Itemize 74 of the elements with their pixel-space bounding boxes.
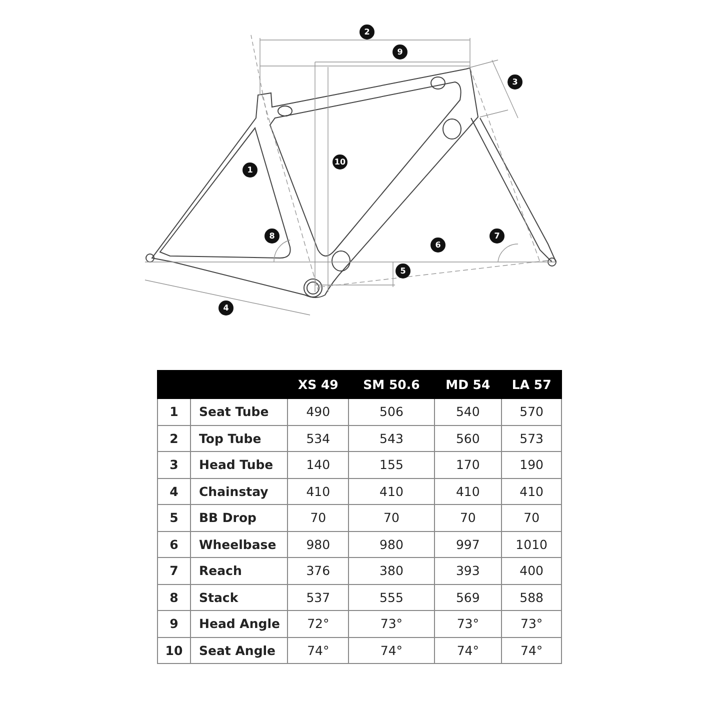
value-cell: 74°: [348, 637, 434, 664]
measure-name: Stack: [190, 584, 288, 610]
measure-name: Head Tube: [190, 452, 288, 478]
value-cell: 70: [288, 504, 349, 531]
value-cell: 410: [348, 478, 434, 504]
size-header: MD 54: [434, 370, 502, 398]
value-cell: 980: [288, 531, 349, 558]
value-cell: 393: [434, 558, 502, 584]
value-cell: 1010: [502, 531, 562, 558]
row-number: 4: [158, 478, 190, 504]
callout-number: 9: [392, 44, 408, 60]
size-header: XS 49: [288, 370, 349, 398]
measure-name: Wheelbase: [190, 531, 288, 558]
value-cell: 537: [288, 584, 349, 610]
row-number: 3: [158, 452, 190, 478]
value-cell: 74°: [502, 637, 562, 664]
value-cell: 540: [434, 398, 502, 425]
value-cell: 380: [348, 558, 434, 584]
value-cell: 534: [288, 425, 349, 452]
value-cell: 560: [434, 425, 502, 452]
size-header: SM 50.6: [348, 370, 434, 398]
callout-number: 1: [242, 162, 258, 178]
measure-name: Chainstay: [190, 478, 288, 504]
value-cell: 588: [502, 584, 562, 610]
value-cell: 70: [502, 504, 562, 531]
value-cell: 73°: [434, 610, 502, 637]
value-cell: 410: [434, 478, 502, 504]
callout-number: 6: [430, 238, 446, 252]
row-number: 9: [158, 610, 190, 637]
row-number: 7: [158, 558, 190, 584]
measure-name: BB Drop: [190, 504, 288, 531]
callout-number: 2: [360, 24, 374, 40]
value-cell: 555: [348, 584, 434, 610]
value-cell: 155: [348, 452, 434, 478]
value-cell: 400: [502, 558, 562, 584]
value-cell: 74°: [288, 637, 349, 664]
callout-number: 5: [396, 264, 410, 278]
value-cell: 570: [502, 398, 562, 425]
callout-number: 8: [264, 228, 280, 244]
value-cell: 490: [288, 398, 349, 425]
value-cell: 140: [288, 452, 349, 478]
value-cell: 73°: [348, 610, 434, 637]
value-cell: 997: [434, 531, 502, 558]
value-cell: 70: [348, 504, 434, 531]
row-number: 8: [158, 584, 190, 610]
value-cell: 506: [348, 398, 434, 425]
value-cell: 980: [348, 531, 434, 558]
measure-name: Top Tube: [190, 425, 288, 452]
value-cell: 170: [434, 452, 502, 478]
callout-number: 3: [508, 74, 522, 90]
value-cell: 73°: [502, 610, 562, 637]
callout-number: 4: [218, 300, 234, 316]
measure-name: Reach: [190, 558, 288, 584]
measure-name: Head Angle: [190, 610, 288, 637]
measure-name: Seat Tube: [190, 398, 288, 425]
measure-name: Seat Angle: [190, 637, 288, 664]
value-cell: 410: [288, 478, 349, 504]
value-cell: 72°: [288, 610, 349, 637]
value-cell: 190: [502, 452, 562, 478]
callout-number: 10: [332, 154, 348, 170]
size-header: LA 57: [502, 370, 562, 398]
value-cell: 569: [434, 584, 502, 610]
value-cell: 74°: [434, 637, 502, 664]
value-cell: 70: [434, 504, 502, 531]
value-cell: 376: [288, 558, 349, 584]
row-number: 2: [158, 425, 190, 452]
value-cell: 573: [502, 425, 562, 452]
value-cell: 543: [348, 425, 434, 452]
row-number: 10: [158, 637, 190, 664]
row-number: 5: [158, 504, 190, 531]
row-number: 1: [158, 398, 190, 425]
callout-number: 7: [490, 228, 504, 244]
row-number: 6: [158, 531, 190, 558]
value-cell: 410: [502, 478, 562, 504]
